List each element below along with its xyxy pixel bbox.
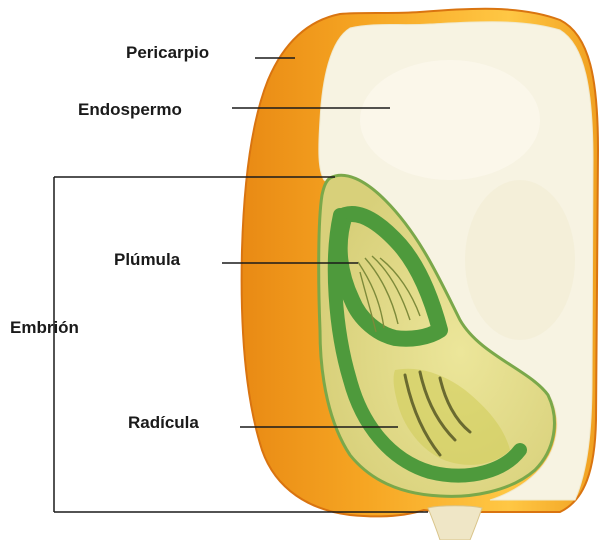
endosperm-label: Endospermo (78, 100, 182, 120)
radicle-label: Radícula (128, 413, 199, 433)
embryo-label: Embrión (10, 318, 79, 338)
endosperm-shade (465, 180, 575, 340)
endosperm-highlight (360, 60, 540, 180)
pericarp-label: Pericarpio (126, 43, 209, 63)
plumule-label: Plúmula (114, 250, 180, 270)
tip-cap (428, 506, 482, 540)
